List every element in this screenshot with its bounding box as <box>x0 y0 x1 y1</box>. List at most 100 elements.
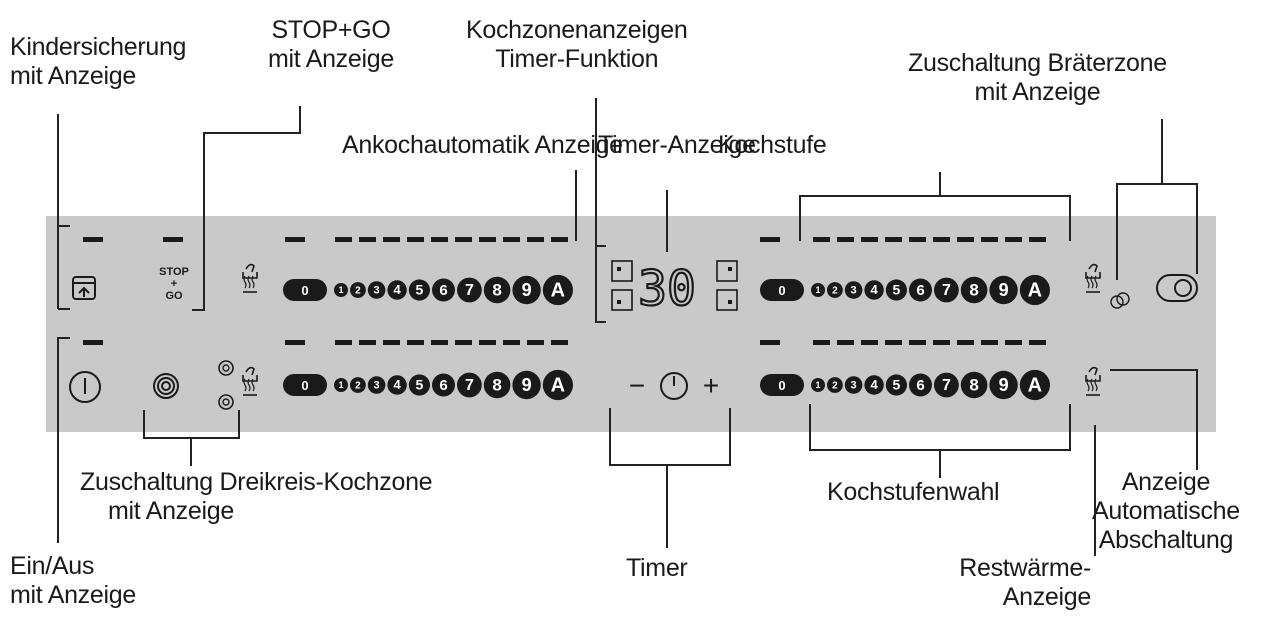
zone-3-step-2[interactable] <box>350 377 366 393</box>
zone-4-auto-icon <box>1085 366 1101 382</box>
zone-1-step-4[interactable] <box>387 280 407 300</box>
zone-4-step-7[interactable] <box>934 372 959 398</box>
indicator-zone-2-step <box>861 237 878 242</box>
indicator-zone-1-step <box>383 237 400 242</box>
indicator-zone-4-step <box>981 340 998 345</box>
zone-4-step-2[interactable] <box>827 377 843 393</box>
zone-3-step-label: 1 <box>338 380 343 390</box>
indicator-zone-4-step <box>957 340 974 345</box>
bracket-timer <box>609 408 731 466</box>
zone-1-step-label: 4 <box>393 282 401 297</box>
zone-3-off-button[interactable] <box>283 374 327 396</box>
timer-minus-button[interactable]: − <box>629 370 645 401</box>
zone-3-step-1[interactable] <box>334 378 348 392</box>
label-braeterzone: Zuschaltung Bräterzone mit Anzeige <box>908 49 1167 106</box>
zone-4-step-label: 5 <box>893 376 901 392</box>
indicator-zone-1-step <box>431 237 448 242</box>
indicator-zone-1-step <box>527 237 544 242</box>
zone-1-step-7[interactable] <box>457 277 482 303</box>
zone-4-step-1[interactable] <box>811 378 825 392</box>
zone-3-step-3[interactable] <box>367 376 386 394</box>
stop-go-text: GO <box>165 290 183 302</box>
zone-1-step-A[interactable] <box>542 274 574 306</box>
zone-3-step-label: 5 <box>416 376 424 392</box>
zone-1-step-9[interactable] <box>512 275 541 305</box>
timer-display: 30 <box>638 261 696 317</box>
zone-4-step-label: 7 <box>942 377 951 394</box>
timer-zone-front-left-icon <box>611 260 633 282</box>
zone-1-step-label: 2 <box>355 285 361 296</box>
zone-3-step-4[interactable] <box>387 375 407 395</box>
zone-2-step-7[interactable] <box>934 277 959 303</box>
indicator-zone-1-step <box>503 237 520 242</box>
power-button[interactable] <box>69 371 101 403</box>
zone-4-step-9[interactable] <box>989 370 1018 400</box>
indicator-zone-2-step <box>981 237 998 242</box>
zone-3-step-8[interactable] <box>483 371 511 399</box>
zone-2-step-1[interactable] <box>811 283 825 297</box>
zone-3-step-9[interactable] <box>512 370 541 400</box>
zone-2-step-label: 3 <box>851 285 857 297</box>
zone-1-step-5[interactable] <box>408 279 430 301</box>
zone-4-step-label: 6 <box>916 377 924 394</box>
zone-3-step-6[interactable] <box>432 373 455 397</box>
indicator-einaus <box>83 340 103 345</box>
zone-2-step-5[interactable] <box>885 279 908 301</box>
zone-1-step-3[interactable] <box>367 281 386 299</box>
zone-1-step-1[interactable] <box>334 283 348 297</box>
label-kochstufe: Kochstufe <box>718 131 827 159</box>
indicator-zone-3-step <box>407 340 424 345</box>
zone-2-step-label: 6 <box>916 282 924 299</box>
indicator-kindersicherung <box>83 237 103 242</box>
zone-4-step-5[interactable] <box>885 374 908 396</box>
zone-1-step-2[interactable] <box>350 282 366 298</box>
triple-zone-button[interactable] <box>153 373 179 399</box>
zone-2-step-4[interactable] <box>864 280 884 300</box>
zone-4-step-A[interactable] <box>1019 369 1050 401</box>
braeter-indicator-icon <box>1110 292 1130 309</box>
indicator-zone-4-step <box>813 340 830 345</box>
label-kochstufenwahl: Kochstufenwahl <box>827 478 1000 506</box>
indicator-zone-1-off <box>285 237 305 242</box>
zone-2-step-6[interactable] <box>909 278 932 302</box>
indicator-zone-1-step <box>551 237 568 242</box>
zone-1-step-6[interactable] <box>432 278 455 302</box>
zone-2-step-9[interactable] <box>989 275 1018 305</box>
zone-4-step-8[interactable] <box>960 371 988 399</box>
indicator-zone-3-step <box>527 340 544 345</box>
timer-clock-icon[interactable] <box>660 372 688 400</box>
child-lock-icon[interactable] <box>72 276 96 300</box>
zone-3-step-A[interactable] <box>542 369 574 401</box>
zone-1-off-button[interactable] <box>283 279 327 301</box>
zone-2-step-3[interactable] <box>844 281 863 299</box>
zone-4-off-button[interactable] <box>760 374 804 396</box>
zone-3-step-5[interactable] <box>408 374 430 396</box>
zone-2-step-2[interactable] <box>827 282 843 298</box>
zone-2-step-8[interactable] <box>960 276 988 304</box>
zone-3-step-label: A <box>551 374 565 396</box>
zone-4-off-label: 0 <box>778 378 785 393</box>
zone-4-step-3[interactable] <box>844 376 863 394</box>
zone-3-step-7[interactable] <box>457 372 482 398</box>
label-einaus: Ein/Aus mit Anzeige <box>10 552 136 609</box>
zone-4-step-6[interactable] <box>909 373 932 397</box>
zone-3-off-label: 0 <box>301 378 308 393</box>
zone-2-step-A[interactable] <box>1019 274 1050 306</box>
zone-2-off-button[interactable] <box>760 279 804 301</box>
braeter-toggle-button[interactable] <box>1156 274 1198 302</box>
control-panel <box>46 216 1216 432</box>
zone-3-step-label: 7 <box>465 377 474 394</box>
zone-1-step-label: 5 <box>416 281 424 297</box>
timer-plus-button[interactable]: + <box>703 370 719 401</box>
zone-1-step-8[interactable] <box>483 276 511 304</box>
indicator-zone-3-step <box>383 340 400 345</box>
indicator-zone-4-step <box>885 340 902 345</box>
zone-4-step-4[interactable] <box>864 375 884 395</box>
label-restwaerme: Restwärme- Anzeige <box>959 554 1091 611</box>
zone-4-step-label: 1 <box>815 380 820 390</box>
stop-go-button[interactable]: STOP+GO <box>159 266 189 302</box>
